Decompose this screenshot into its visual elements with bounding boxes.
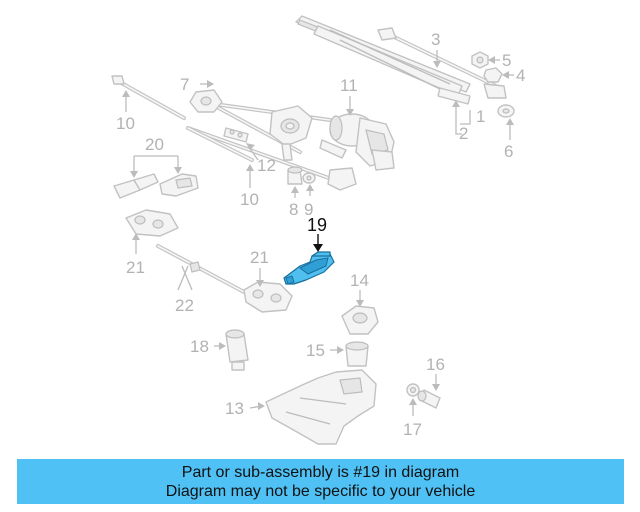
highlighted-part-19 xyxy=(283,251,335,285)
grommet-17 xyxy=(406,383,420,397)
wiper-blade xyxy=(295,15,471,105)
connector-21-upper xyxy=(125,209,179,237)
sensor-16 xyxy=(417,389,441,409)
washer-hose-22 xyxy=(156,244,246,294)
cap-4 xyxy=(483,67,503,83)
callout-16: 16 xyxy=(426,355,445,374)
callout-7: 7 xyxy=(180,75,189,94)
info-banner: Part or sub-assembly is #19 in diagram D… xyxy=(17,459,624,504)
callout-15: 15 xyxy=(306,341,325,360)
clip-12 xyxy=(223,127,249,143)
washer-6 xyxy=(497,104,515,118)
callout-1: 1 xyxy=(476,107,485,126)
wiper-arm xyxy=(377,27,507,99)
cap-15 xyxy=(345,341,369,367)
callout-17: 17 xyxy=(403,420,422,439)
callout-13: 13 xyxy=(225,399,244,418)
nozzle-20-right xyxy=(159,173,199,197)
nozzle-20-left xyxy=(113,173,159,199)
grommet-8 xyxy=(287,166,303,185)
banner-line-disclaimer: Diagram may not be specific to your vehi… xyxy=(165,482,476,500)
callout-10-upper: 10 xyxy=(116,114,135,133)
callout-2: 2 xyxy=(459,124,468,143)
callout-5: 5 xyxy=(502,51,511,70)
callout-21-lower: 21 xyxy=(250,248,269,267)
callout-18: 18 xyxy=(190,337,209,356)
callout-10-lower: 10 xyxy=(240,190,259,209)
wiper-motor xyxy=(329,113,395,171)
banner-line-part: Part or sub-assembly is #19 in diagram xyxy=(181,463,460,481)
wiper-linkage xyxy=(186,89,357,191)
callout-21-upper: 21 xyxy=(126,258,145,277)
left-wiper-blade xyxy=(186,126,254,162)
washer-reservoir xyxy=(265,369,377,445)
callout-numbers: 3 5 4 1 2 6 7 10 11 12 10 8 9 20 21 22 2… xyxy=(116,30,525,439)
pump-18 xyxy=(225,329,249,371)
nut-5 xyxy=(471,51,489,69)
seal-14 xyxy=(341,305,379,335)
callout-3: 3 xyxy=(431,30,440,49)
callout-9: 9 xyxy=(304,200,313,219)
callout-19: 19 xyxy=(307,215,327,235)
left-wiper-arm xyxy=(111,75,186,120)
callout-arrows xyxy=(122,56,514,410)
callout-11: 11 xyxy=(340,76,358,95)
callout-20: 20 xyxy=(145,135,164,154)
callout-6: 6 xyxy=(504,142,513,161)
callout-4: 4 xyxy=(516,66,525,85)
callout-8: 8 xyxy=(289,200,298,219)
callout-22: 22 xyxy=(175,296,194,315)
callout-19-leader xyxy=(313,234,323,252)
callout-14: 14 xyxy=(350,271,369,290)
parts-diagram: 3 5 4 1 2 6 7 10 11 12 10 8 9 20 21 22 2… xyxy=(111,15,525,445)
washer-9 xyxy=(302,172,316,184)
connector-21-lower xyxy=(243,281,293,313)
callout-12: 12 xyxy=(257,156,276,175)
